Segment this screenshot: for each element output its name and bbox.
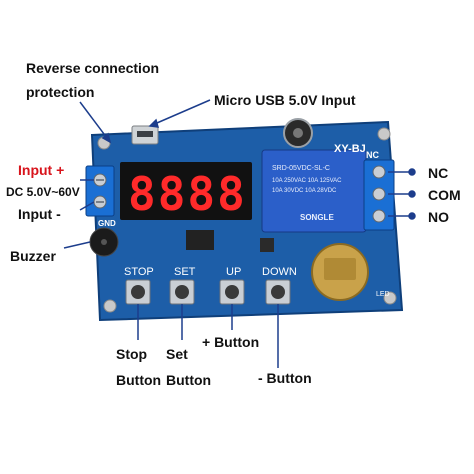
svg-text:SRD-05VDC-SL-C: SRD-05VDC-SL-C xyxy=(272,165,330,172)
electrolytic-capacitor xyxy=(283,118,313,148)
buzzer xyxy=(89,227,119,257)
small-ic xyxy=(260,238,274,252)
input-terminal-block xyxy=(85,165,115,217)
label-set-button-2: Button xyxy=(166,372,212,388)
micro-usb-port xyxy=(131,125,159,145)
silk-gnd: GND xyxy=(98,219,116,228)
label-plus-button: + Button xyxy=(202,334,260,350)
silk-nc: NC xyxy=(366,150,379,160)
label-micro-usb: Micro USB 5.0V Input xyxy=(214,92,356,108)
label-stop-button-1: Stop xyxy=(116,346,148,362)
label-input-plus: Input + xyxy=(18,162,65,178)
svg-text:10A 250VAC 10A 125VAC: 10A 250VAC 10A 125VAC xyxy=(272,178,342,184)
label-minus-button: - Button xyxy=(258,370,312,386)
seven-segment-display: 8888 xyxy=(120,162,252,221)
silk-down: DOWN xyxy=(262,266,297,278)
silk-up: UP xyxy=(226,266,241,278)
label-set-button-1: Set xyxy=(166,346,188,362)
silk-model: XY-BJ xyxy=(334,143,366,155)
label-com: COM xyxy=(428,187,461,203)
label-stop-button-2: Button xyxy=(116,372,162,388)
svg-text:SONGLE: SONGLE xyxy=(300,213,334,222)
label-reverse-protection-2: protection xyxy=(26,84,95,100)
label-no: NO xyxy=(428,209,449,225)
label-nc: NC xyxy=(428,165,449,181)
ic-chip xyxy=(186,230,214,250)
svg-text:10A 30VDC 10A 28VDC: 10A 30VDC 10A 28VDC xyxy=(272,188,337,194)
stop-switch xyxy=(125,279,151,305)
silk-stop: STOP xyxy=(124,266,154,278)
label-input-minus: Input - xyxy=(18,206,61,222)
output-terminal-block xyxy=(363,159,395,231)
down-switch xyxy=(265,279,291,305)
battery-holder xyxy=(311,243,369,301)
svg-text:8888: 8888 xyxy=(128,167,247,221)
up-switch xyxy=(219,279,245,305)
label-dc-range: DC 5.0V~60V xyxy=(6,185,80,199)
set-switch xyxy=(169,279,195,305)
label-reverse-protection-1: Reverse connection xyxy=(26,60,160,76)
relay: SRD-05VDC-SL-C 10A 250VAC 10A 125VAC 10A… xyxy=(261,149,367,233)
silk-led: LED xyxy=(376,291,390,298)
silk-set: SET xyxy=(174,266,196,278)
label-buzzer: Buzzer xyxy=(10,248,56,264)
